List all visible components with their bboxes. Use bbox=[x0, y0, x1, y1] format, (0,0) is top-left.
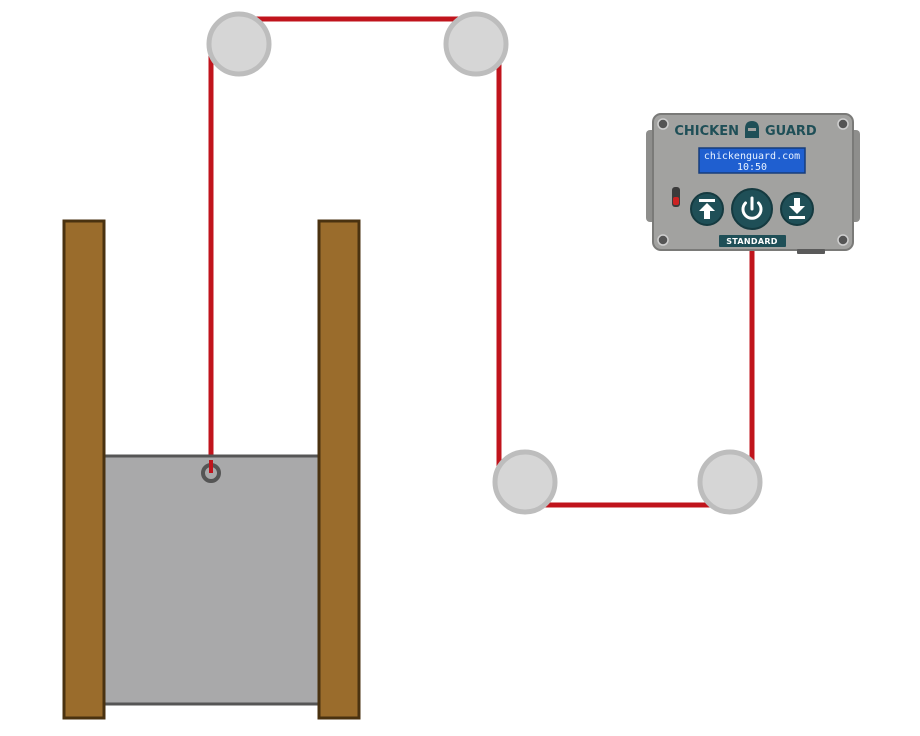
brand-right: GUARD bbox=[765, 124, 817, 139]
lcd-screen bbox=[698, 147, 806, 174]
pulleys bbox=[206, 11, 763, 515]
wood-post-right bbox=[317, 219, 361, 720]
door-frame bbox=[62, 219, 361, 720]
screw-icon bbox=[657, 234, 669, 246]
close-button[interactable] bbox=[780, 192, 814, 226]
cord-path bbox=[208, 16, 755, 508]
pulley-top-left bbox=[206, 11, 272, 77]
controller-unit: CHICKEN GUARD chickenguard.com 10:50 bbox=[646, 113, 860, 254]
door-panel bbox=[94, 454, 328, 706]
toggle-switch[interactable] bbox=[672, 187, 680, 207]
pulley-cord bbox=[208, 16, 755, 508]
brand-left: CHICKEN bbox=[674, 124, 739, 139]
mode-badge-label: STANDARD bbox=[726, 237, 778, 246]
screen-line-2: 10:50 bbox=[737, 162, 767, 173]
cable-port bbox=[797, 249, 825, 254]
pulley-top-right bbox=[443, 11, 509, 77]
screw-icon bbox=[837, 234, 849, 246]
wood-post-left bbox=[62, 219, 106, 720]
screws bbox=[657, 118, 849, 246]
pulley-bottom-right bbox=[697, 449, 763, 515]
screw-icon bbox=[657, 118, 669, 130]
screw-icon bbox=[837, 118, 849, 130]
chicken-logo-icon bbox=[745, 121, 759, 138]
arrow-down-icon bbox=[789, 198, 805, 219]
screen-line-1: chickenguard.com bbox=[704, 151, 800, 162]
mode-badge bbox=[719, 235, 786, 247]
open-button[interactable] bbox=[690, 192, 724, 226]
pulley-bottom-left bbox=[492, 449, 558, 515]
power-button[interactable] bbox=[731, 188, 773, 230]
arrow-up-icon bbox=[699, 199, 715, 219]
power-icon bbox=[741, 196, 763, 220]
